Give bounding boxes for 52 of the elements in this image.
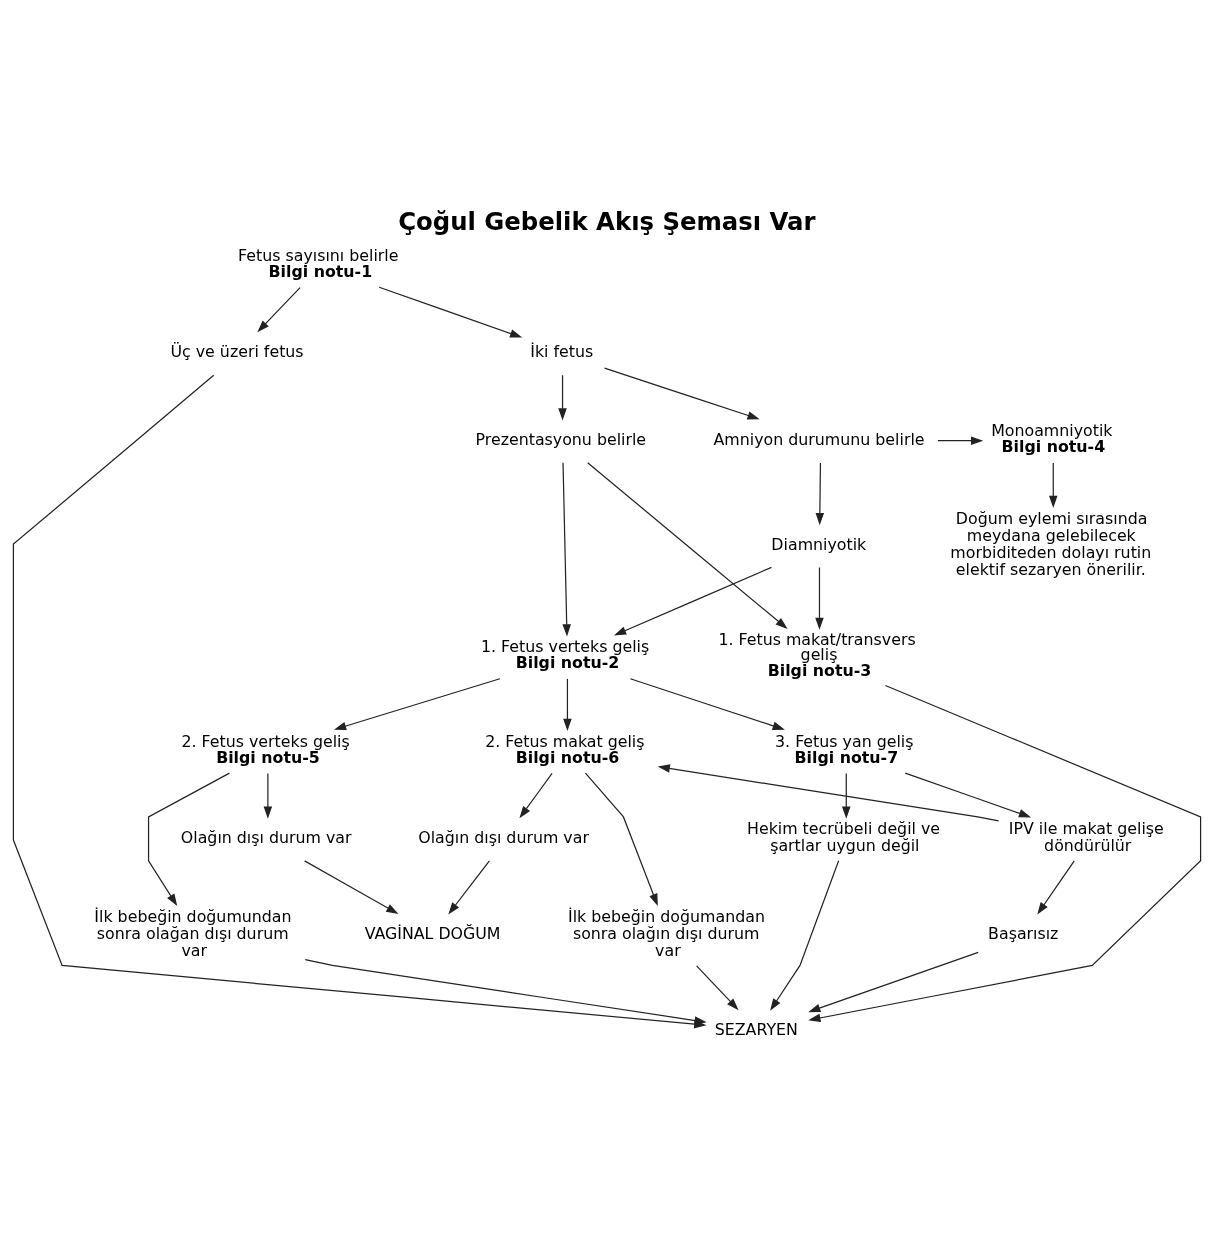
node-text: 1. Fetus makat/transvers geliş Bilgi notu-3: [718, 628, 916, 680]
arrow: [1049, 461, 1058, 508]
arrow: [604, 366, 760, 419]
arrow: [519, 772, 553, 818]
arrow: [558, 374, 567, 420]
node-text: SEZARYEN: [714, 1019, 798, 1039]
diagram-title: Çoğul Gebelik Akış Şeması Var: [398, 206, 816, 236]
node-text: İlk bebeğin doğumundan sonra olağan dışı durum var: [94, 906, 292, 960]
node-text: Doğum eylemi sırasında meydana gelebilecek morbiditeden dolayı rutin elektif sezaryen önerilir.: [950, 508, 1152, 579]
arrow: [1037, 859, 1075, 915]
node-text: IPV ile makat gelişe döndürülür: [1008, 818, 1164, 855]
arrow: [304, 958, 707, 1025]
arrow: [563, 677, 572, 731]
arrow: [904, 772, 1032, 817]
node-text: Diamniyotik: [771, 534, 867, 554]
arrow: [937, 435, 984, 445]
arrow: [614, 566, 773, 635]
arrow: [629, 677, 785, 730]
arrow: [587, 461, 788, 629]
arrow: [378, 286, 523, 338]
node-text: Hekim tecrübeli değil ve şartlar uygun değil: [747, 818, 941, 855]
node-text: Başarısız: [988, 923, 1059, 943]
arrow: [257, 286, 301, 332]
arrow: [815, 566, 824, 630]
node-text: Fetus sayısını belirle Bilgi notu-1: [238, 245, 399, 281]
node-text: 3. Fetus yan geliş Bilgi notu-7: [775, 731, 914, 767]
node-text: VAGİNAL DOĞUM: [364, 923, 501, 943]
arrow: [842, 772, 851, 819]
node-text: 2. Fetus verteks geliş Bilgi notu-5: [181, 731, 350, 767]
node-text: 1. Fetus verteks geliş Bilgi notu-2: [480, 636, 650, 672]
arrow: [263, 772, 273, 819]
arrow: [304, 859, 399, 914]
arrow: [334, 677, 501, 730]
arrow: [696, 964, 739, 1010]
node-text: Monoamniyotik Bilgi notu-4: [991, 420, 1113, 456]
arrow: [448, 859, 490, 914]
arrow: [562, 461, 571, 636]
arrow: [815, 461, 825, 525]
node-text: İlk bebeğin doğumandan sonra olağın dışı durum var: [568, 906, 765, 960]
node-text: Olağın dışı durum var: [180, 827, 352, 847]
arrow: [584, 772, 658, 906]
node-text: Prezentasyonu belirle: [475, 429, 647, 449]
node-text: İki fetus: [530, 341, 594, 361]
node-text: Üç ve üzeri fetus: [170, 341, 304, 361]
arrow: [657, 763, 1000, 821]
node-text: Olağın dışı durum var: [418, 827, 589, 847]
arrow: [147, 772, 231, 906]
node-text: 2. Fetus makat geliş Bilgi notu-6: [485, 731, 645, 767]
arrow: [808, 951, 979, 1012]
arrow: [770, 859, 840, 1011]
node-text: Amniyon durumunu belirle: [713, 429, 925, 449]
arrow: [808, 684, 1202, 1022]
